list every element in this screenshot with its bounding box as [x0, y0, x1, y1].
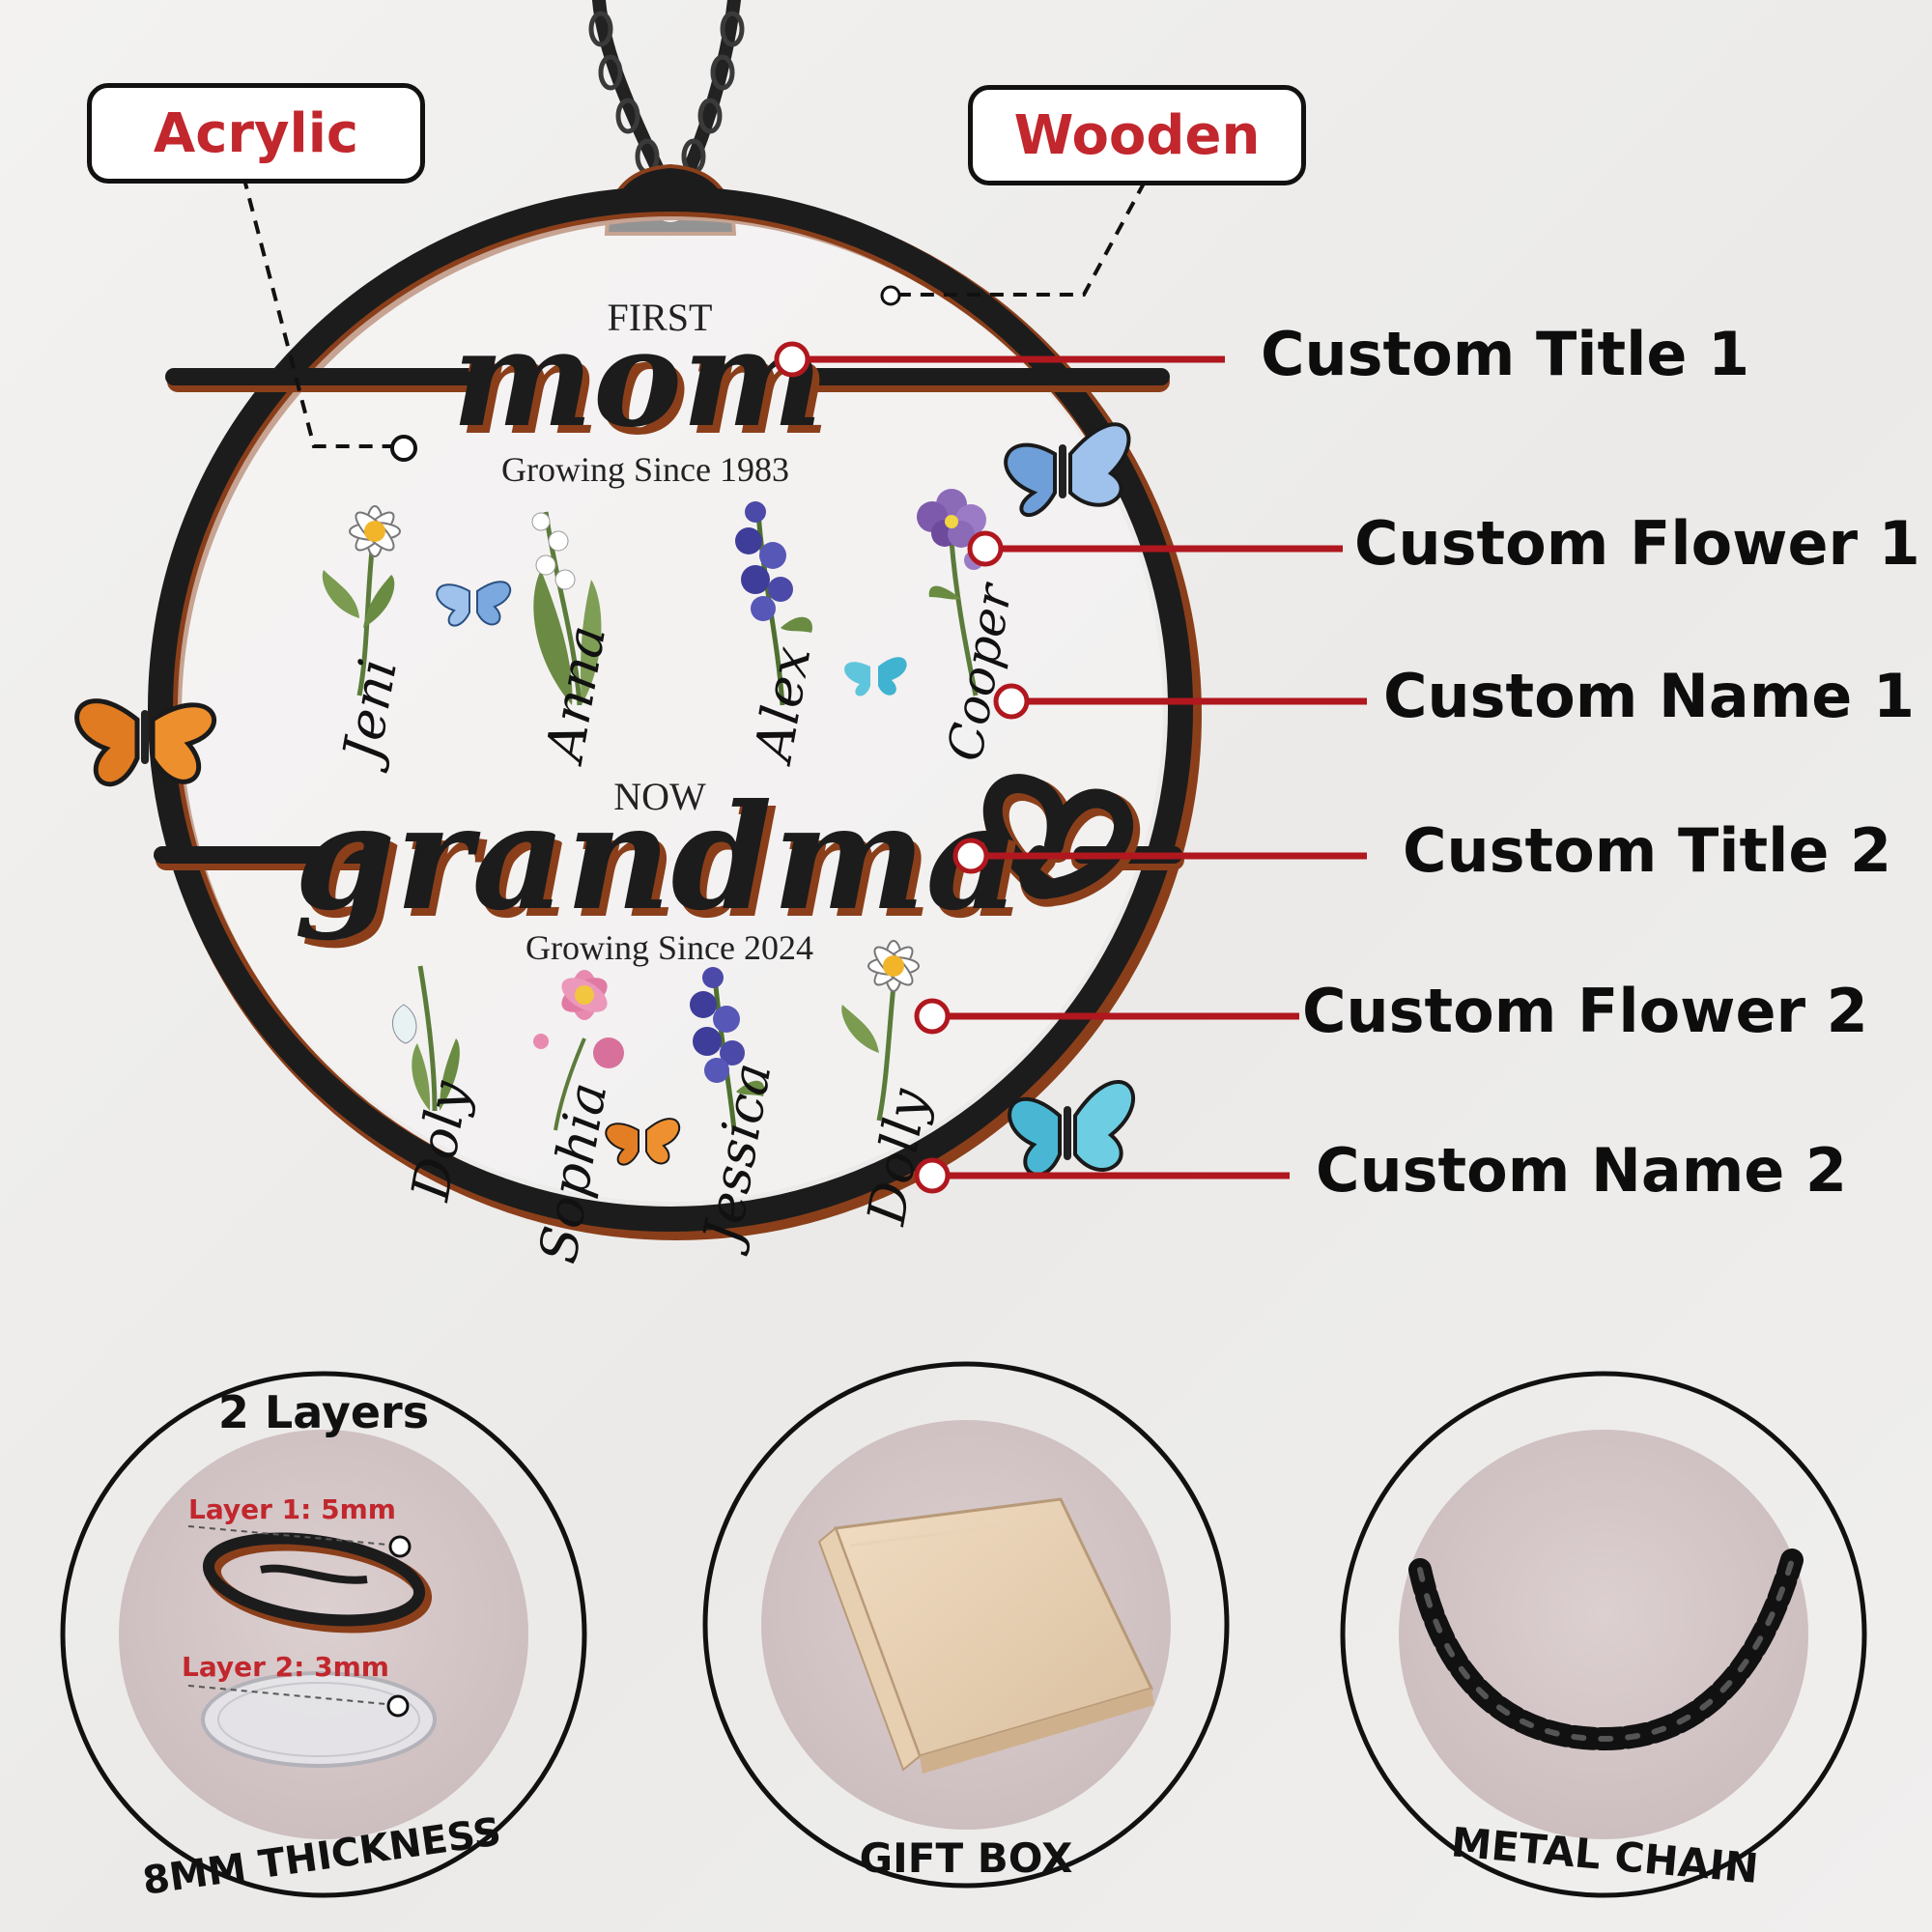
layer1-illustration — [202, 1532, 433, 1634]
acrylic-label: Acrylic — [153, 101, 359, 165]
acrylic-label-box: Acrylic — [87, 83, 425, 184]
ornament-ring — [148, 186, 1202, 1240]
butterfly-icon-blue-top — [1004, 422, 1131, 517]
title2-main-shadow: grandma — [301, 781, 1027, 951]
title1-main-shadow: mom — [459, 307, 830, 465]
callout-custom-flower-2: Custom Flower 2 — [1302, 976, 1868, 1046]
title2-main-text: grandma — [295, 773, 1020, 943]
callout-custom-title-2: Custom Title 2 — [1403, 815, 1892, 886]
callout-custom-name-2: Custom Name 2 — [1316, 1135, 1848, 1206]
callout-custom-name-1: Custom Name 1 — [1383, 661, 1916, 731]
layers-title: 2 Layers — [218, 1386, 429, 1438]
wooden-pointer-dot — [880, 285, 901, 306]
butterfly-icon-teal-small — [844, 657, 907, 696]
callout-lines — [792, 355, 1367, 1179]
title2-sub: Growing Since 2024 — [526, 928, 813, 967]
layer2-illustration — [201, 1671, 437, 1768]
feature-layers: 2 Layers Layer 1: 5mm Layer 2: 3mm 8MM T… — [60, 1371, 587, 1904]
title1-main: mom mom — [452, 299, 830, 465]
chain-icon — [1408, 1548, 1804, 1751]
title1-sub: Growing Since 1983 — [501, 450, 789, 489]
heart-icon — [982, 774, 1140, 907]
title2-main: grandma grandma — [295, 773, 1027, 951]
callout-dots — [774, 341, 1030, 1194]
flowers-row2 — [392, 940, 920, 1131]
lily-of-the-valley-icon — [531, 511, 602, 706]
snowdrop-flower-icon — [392, 965, 460, 1112]
title-bars — [154, 368, 1184, 870]
material-pointers — [242, 175, 1147, 448]
necklace-chain — [592, 0, 741, 195]
wooden-label: Wooden — [1013, 103, 1261, 167]
layer1-label: Layer 1: 5mm — [188, 1493, 396, 1525]
butterfly-icon-small-blue — [436, 581, 512, 627]
gift-box-label: GIFT BOX — [860, 1834, 1073, 1882]
title1-main-text: mom — [452, 299, 823, 457]
daisy-flower-icon — [322, 505, 401, 696]
cosmos-flower-icon — [533, 970, 624, 1131]
feature-metal-chain: METAL CHAIN — [1340, 1371, 1867, 1898]
acrylic-pointer-dot — [390, 435, 417, 462]
larkspur-flower-icon-2 — [690, 967, 765, 1131]
butterfly-icon-orange-small — [605, 1118, 681, 1166]
callout-custom-title-1: Custom Title 1 — [1261, 319, 1750, 389]
callout-custom-flower-1: Custom Flower 1 — [1354, 508, 1920, 579]
title1-top: FIRST — [608, 296, 713, 339]
feature-gift-box: GIFT BOX — [702, 1361, 1230, 1889]
wooden-label-box: Wooden — [968, 85, 1306, 185]
title2-top: NOW — [613, 775, 706, 818]
butterfly-icon-teal-bottom — [1008, 1080, 1136, 1177]
larkspur-flower-icon — [735, 501, 812, 706]
gift-box-icon — [817, 1497, 1154, 1774]
butterfly-icon-orange-left — [74, 698, 217, 787]
layer2-label: Layer 2: 3mm — [182, 1651, 389, 1683]
daisy-flower-icon-2 — [841, 940, 920, 1122]
